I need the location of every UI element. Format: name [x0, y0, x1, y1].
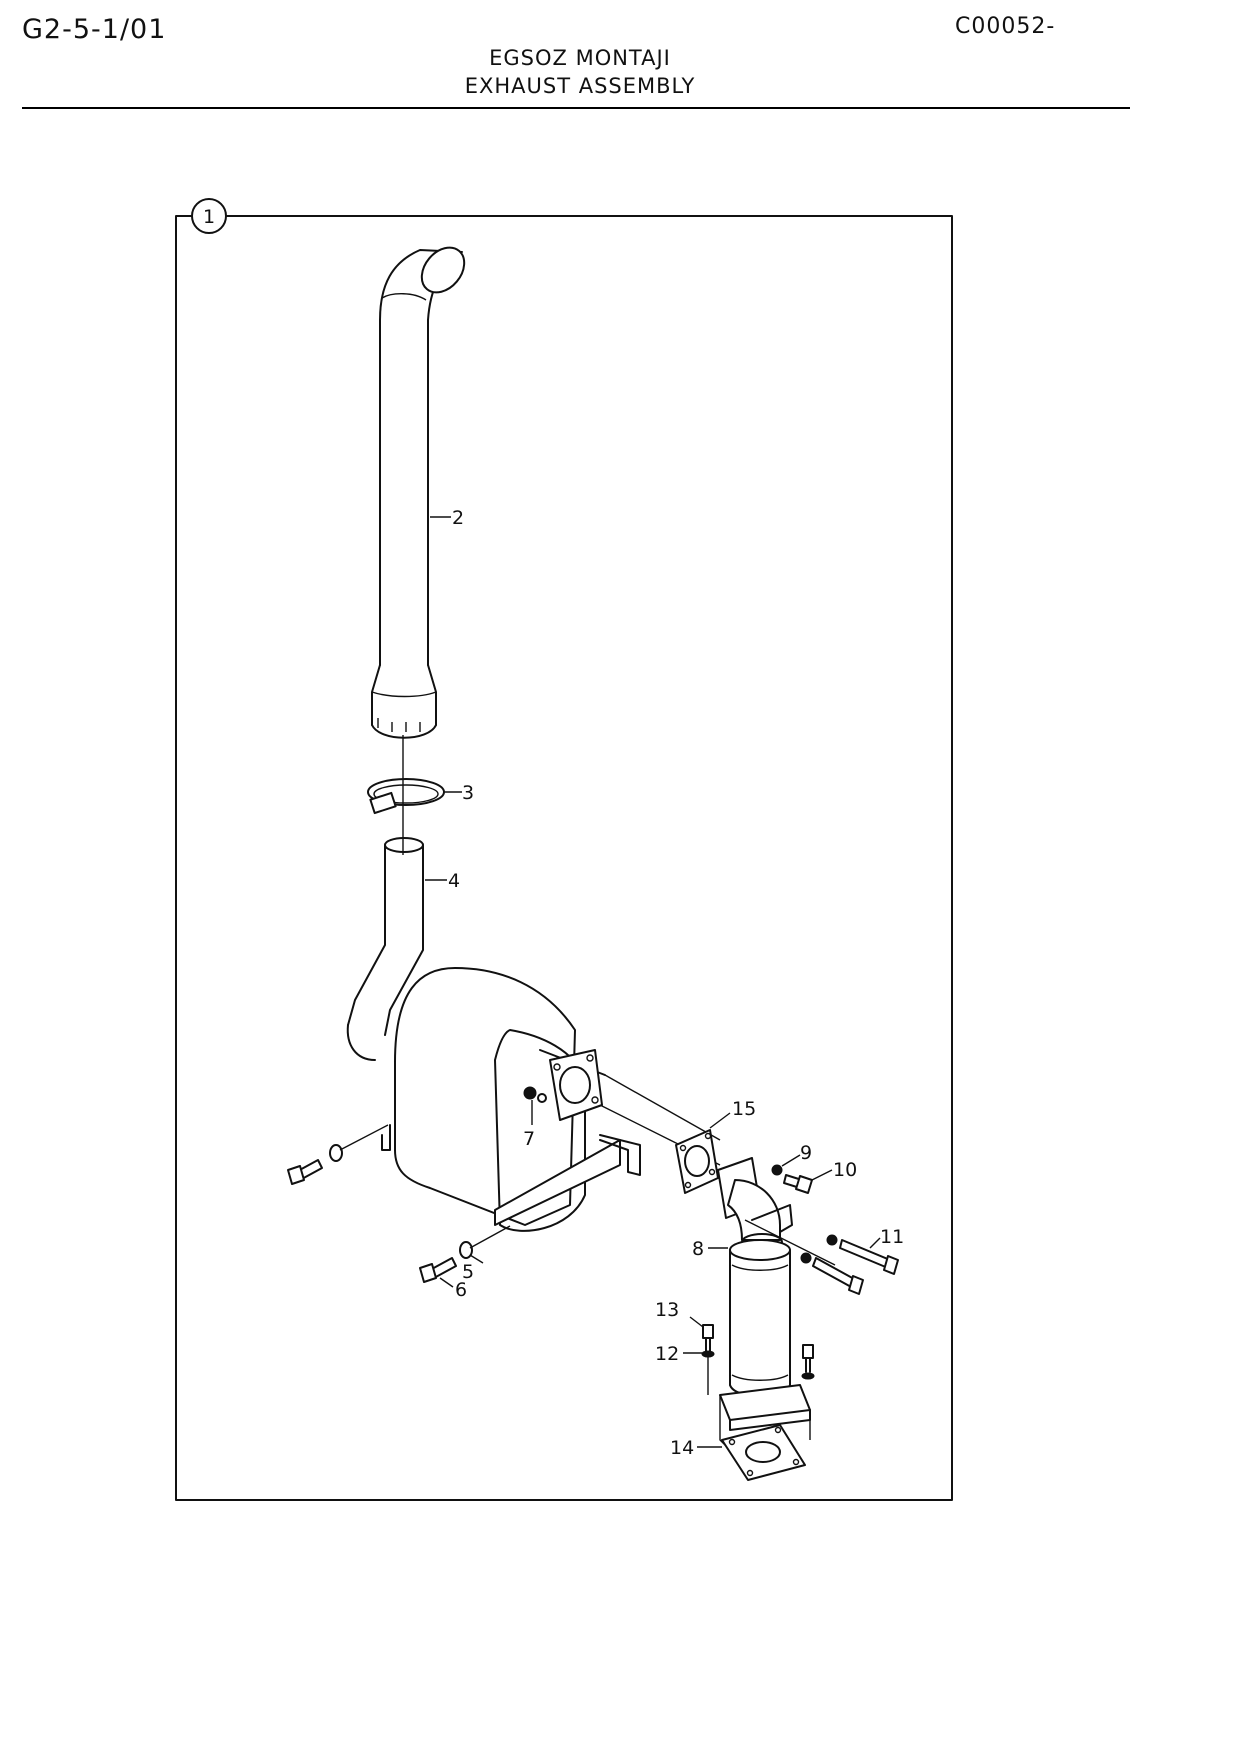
callout-13: 13 [655, 1299, 679, 1321]
bolt-10 [783, 1174, 813, 1194]
title-english: EXHAUST ASSEMBLY [464, 74, 696, 98]
document-code: C00052- [955, 14, 1056, 39]
leader-6 [439, 1277, 454, 1288]
callout-9: 9 [800, 1142, 812, 1164]
washer-11-upper [826, 1234, 838, 1246]
callout-3: 3 [462, 782, 474, 804]
callout-10: 10 [833, 1159, 857, 1181]
callout-6: 6 [455, 1279, 467, 1301]
hose-clamp [367, 778, 445, 815]
stack-pipe [371, 246, 466, 739]
leader-9 [781, 1154, 801, 1167]
callout-2: 2 [452, 507, 464, 529]
elbow-adapter [717, 1157, 793, 1251]
callout-15: 15 [732, 1098, 756, 1120]
assembly-index-badge [191, 198, 227, 234]
callout-11: 11 [880, 1226, 904, 1248]
bolt-13 [702, 1324, 714, 1353]
title-turkish: EGSOZ MONTAJI [489, 46, 671, 70]
washer-5-upper [329, 1124, 389, 1162]
muffler-outlet-flange [549, 1049, 603, 1121]
nut-7 [523, 1086, 547, 1103]
base-plate-14 [721, 1424, 806, 1481]
bolt-11-lower [812, 1257, 864, 1295]
muffler [394, 967, 606, 1232]
washer-12 [701, 1350, 715, 1358]
assembly-frame [175, 215, 953, 1501]
callout-8: 8 [692, 1238, 704, 1260]
bolt-6 [419, 1257, 457, 1283]
leader-5 [469, 1254, 484, 1264]
bolt-6-upper [287, 1159, 323, 1185]
callout-5: 5 [462, 1261, 474, 1283]
assembly-index-label: 1 [203, 206, 215, 228]
sheet-code: G2-5-1/01 [22, 14, 167, 45]
axis-outlet [604, 1074, 721, 1141]
callout-12: 12 [655, 1343, 679, 1365]
leader-10 [811, 1169, 833, 1181]
leader-11 [869, 1237, 881, 1249]
lower-flange [719, 1384, 811, 1451]
bolt-11-upper [839, 1239, 899, 1275]
bolt-13-right [801, 1344, 815, 1380]
elbow-pipe [346, 837, 424, 1061]
callout-4: 4 [448, 870, 460, 892]
callout-14: 14 [670, 1437, 694, 1459]
washer-5 [459, 1225, 511, 1259]
washer-9 [771, 1164, 783, 1176]
callout-7: 7 [523, 1128, 535, 1150]
washer-11-lower [800, 1252, 812, 1264]
flex-pipe-8 [729, 1239, 791, 1398]
muffler-bracket [381, 1124, 641, 1226]
gasket-15 [675, 1129, 719, 1194]
axis-long-bolts [744, 1219, 836, 1266]
leader-15 [709, 1112, 731, 1129]
header-rule [22, 107, 1130, 109]
leader-13 [689, 1316, 704, 1328]
